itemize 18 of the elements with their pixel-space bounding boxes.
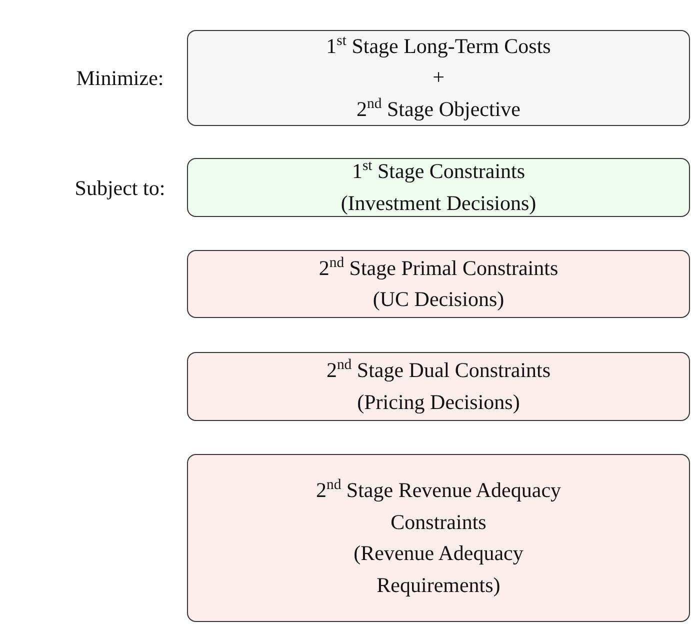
row-label: Minimize: [76,66,164,90]
box-text: (Pricing Decisions) [356,388,521,416]
box-text: 2$^{nd}$ Stage Objective [356,94,522,123]
box-text: 2$^{nd}$ Stage Dual Constraints [325,356,552,384]
box-text: (Revenue Adequacy Requirements) [352,540,524,598]
box-text: (UC Decisions) [372,286,506,313]
box-text: + [432,64,446,92]
constraint-box [187,454,690,622]
box-text: 2$^{nd}$ Stage Primal Constraints [318,254,560,282]
box-text: 1$^{st}$ Stage Constraints [350,157,526,185]
box-text: (Investment Decisions) [340,190,538,216]
constraint-box [187,250,690,318]
box-text: 1$^{st}$ Stage Long-Term Costs [325,32,552,60]
constraint-box [187,352,690,421]
row-label: Subject to: [74,176,166,200]
box-text: 2$^{nd}$ Stage Revenue Adequacy Constraints [314,476,562,536]
constraint-box [187,30,690,126]
constraint-box [187,158,690,217]
